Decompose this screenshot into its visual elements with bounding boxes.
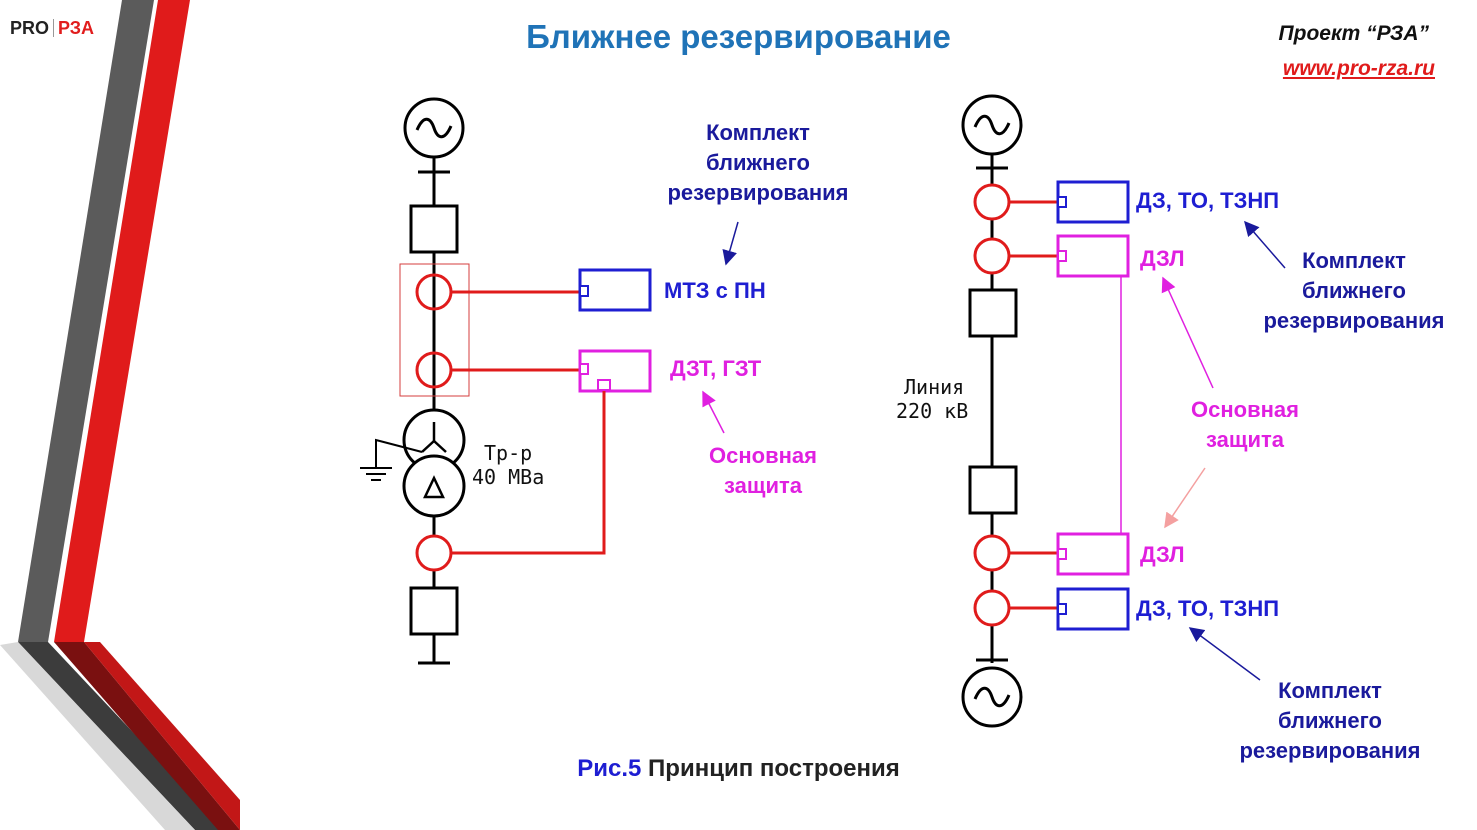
- transformer-icon: [402, 408, 466, 518]
- logo: PRO РЗА: [10, 18, 94, 39]
- kit-label-left: Комплект ближнего резервирования: [667, 120, 849, 205]
- ct-r2: [973, 237, 1011, 275]
- breaker-icon: [968, 465, 1018, 515]
- kit-label-right-bottom: Комплект ближнего резервирования: [1239, 678, 1421, 763]
- relay-mtz: [578, 268, 652, 312]
- relay-dz-top: [1056, 180, 1130, 224]
- kit-arrow-top: [1244, 220, 1286, 269]
- main-protection-arrow: [702, 390, 725, 434]
- generator-icon: [961, 666, 1023, 728]
- logo-pro: PRO: [10, 18, 50, 38]
- breaker-icon: [409, 204, 459, 254]
- kit-arrow-bottom: [1188, 627, 1261, 681]
- ct-3: [415, 534, 453, 572]
- relay-label-dz-top: ДЗ, ТО, ТЗНП: [1136, 188, 1280, 213]
- ct-r1: [973, 183, 1011, 221]
- left-scheme: [360, 97, 739, 665]
- relay-dzl-bottom: [1056, 532, 1130, 576]
- kit-label-right-top: Комплект ближнего резервирования: [1263, 248, 1445, 333]
- figure-caption: Рис.5 Принцип построения: [0, 755, 1477, 783]
- ground-icon: [360, 438, 423, 481]
- kit-highlight-box: [399, 263, 470, 397]
- relay-label-mtz: МТЗ с ПН: [664, 278, 766, 303]
- relay-label-dzt: ДЗТ, ГЗТ: [670, 356, 762, 381]
- figure-title: Принцип построения: [648, 755, 900, 782]
- right-scheme: [961, 94, 1286, 728]
- kit-arrow: [722, 221, 739, 266]
- generator-icon: [961, 94, 1023, 156]
- site-link[interactable]: www.pro-rza.ru: [1282, 57, 1435, 80]
- main-protection-label-right: Основная защита: [1191, 397, 1299, 452]
- page-title: Ближнее резервирование: [526, 18, 951, 55]
- relay-dzt: [578, 349, 652, 393]
- relay-dzl-top: [1056, 234, 1130, 278]
- logo-rza: РЗА: [58, 18, 95, 38]
- relay-dz-bottom: [1056, 587, 1130, 631]
- project-label: Проект “РЗА”: [1278, 22, 1429, 45]
- generator-icon: [403, 97, 465, 159]
- ct-r3: [973, 534, 1011, 572]
- figure-number: Рис.5: [577, 755, 642, 782]
- relay-label-dz-bottom: ДЗ, ТО, ТЗНП: [1136, 596, 1280, 621]
- transformer-label: Тр-р 40 МВа: [472, 441, 545, 489]
- relay-label-dzl-bottom: ДЗЛ: [1140, 542, 1185, 567]
- main-arrow-top: [1161, 276, 1214, 389]
- main-protection-label-left: Основная защита: [709, 443, 817, 498]
- decorative-stripes: [0, 0, 240, 830]
- relay-label-dzl-top: ДЗЛ: [1140, 246, 1185, 271]
- breaker-icon: [409, 586, 459, 636]
- line-label: Линия 220 кВ: [896, 375, 969, 423]
- breaker-icon: [968, 288, 1018, 338]
- ct-r4: [973, 589, 1011, 627]
- main-arrow-bottom: [1164, 467, 1206, 529]
